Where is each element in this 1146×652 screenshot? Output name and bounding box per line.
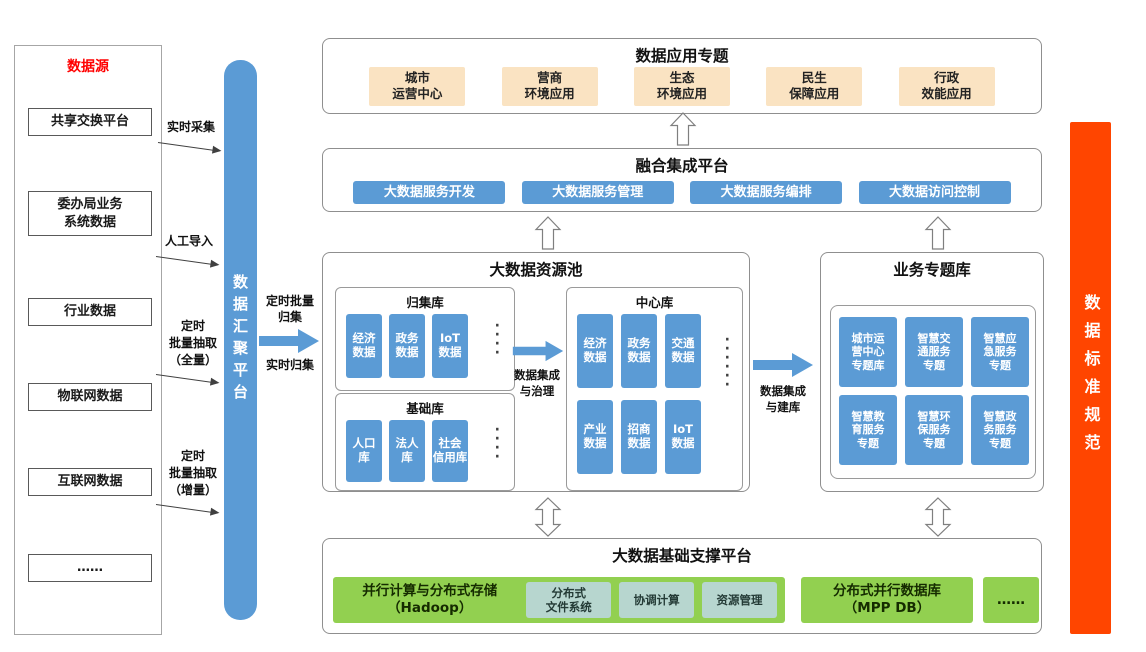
center-lib-items: 经济 数据 政务 数据 交通 数据 产业 数据 招商 数据 IoT 数据	[577, 314, 701, 474]
up-arrow-icon	[534, 216, 562, 250]
ellipsis-dots: · · · · · ·	[724, 332, 730, 393]
application-topic-item: 行政 效能应用	[898, 67, 995, 106]
ingest-flow-label: 实时采集	[166, 120, 215, 134]
data-cell: IoT 数据	[665, 400, 701, 474]
data-source-item: 委办局业务 系统数据	[28, 191, 152, 237]
right-flow-arrow-icon	[512, 340, 564, 362]
integration-service-item: 大数据访问控制	[858, 181, 1011, 204]
topic-library-title: 业务专题库	[893, 261, 971, 279]
data-standards-bar: 数据标准规范	[1070, 122, 1111, 634]
topic-library-box: 业务专题库 城市运 营中心 专题库 智慧交 通服务 专题 智慧应 急服务 专题 …	[820, 252, 1044, 492]
center-lib-title: 中心库	[635, 295, 674, 310]
data-cell: 人口 库	[346, 420, 382, 482]
ellipsis-dots: · · · ·	[494, 422, 500, 465]
data-source-item: 行业数据	[28, 298, 152, 326]
base-lib-title: 基础库	[406, 401, 444, 416]
data-cell: 招商 数据	[621, 400, 657, 474]
application-topic-item: 城市 运营中心	[369, 67, 466, 106]
ellipsis-dots: · · · ·	[494, 318, 500, 361]
more-box: ……	[983, 577, 1039, 623]
mpp-db-box: 分布式并行数据库 （MPP DB）	[801, 577, 973, 623]
application-topics-row: 城市 运营中心 营商 环境应用 生态 环境应用 民生 保障应用 行政 效能应用	[333, 67, 1031, 106]
right-flow-arrow-icon	[753, 353, 813, 377]
data-cell: 社会 信用库	[432, 420, 468, 482]
hadoop-component: 资源管理	[702, 582, 777, 618]
data-cell: 交通 数据	[665, 314, 701, 388]
ingest-flow-label: 人工导入	[164, 234, 213, 248]
integration-service-item: 大数据服务管理	[521, 181, 674, 204]
data-source-item: ……	[28, 554, 152, 582]
base-lib-box: 基础库 人口 库 法人 库 社会 信用库 · · · ·	[335, 393, 515, 491]
ingest-flow-label: 定时 批量抽取 （全量）	[168, 319, 217, 367]
integration-services-row: 大数据服务开发 大数据服务管理 大数据服务编排 大数据访问控制	[337, 181, 1027, 204]
base-lib-items: 人口 库 法人 库 社会 信用库	[346, 420, 468, 482]
ingest-arrow-icon	[155, 374, 218, 384]
hadoop-label: 并行计算与分布式存储 （Hadoop）	[362, 583, 498, 616]
resource-pool-box: 大数据资源池 归集库 经济 数据 政务 数据 IoT 数据 · · · · 基础…	[322, 252, 750, 492]
data-source-panel: 数据源 共享交换平台 委办局业务 系统数据 行业数据 物联网数据 互联网数据 ……	[14, 45, 162, 635]
collection-lib-items: 经济 数据 政务 数据 IoT 数据	[346, 314, 468, 378]
right-flow-arrow-icon	[259, 329, 319, 353]
data-cell: 政务 数据	[389, 314, 425, 378]
application-topics-box: 数据应用专题 城市 运营中心 营商 环境应用 生态 环境应用 民生 保障应用 行…	[322, 38, 1042, 114]
data-cell: 经济 数据	[577, 314, 613, 388]
data-source-title: 数据源	[67, 59, 109, 75]
application-topics-title: 数据应用专题	[635, 47, 729, 65]
hadoop-component: 协调计算	[619, 582, 695, 618]
double-arrow-icon	[534, 497, 562, 537]
data-source-item: 互联网数据	[28, 468, 152, 496]
collection-lib-box: 归集库 经济 数据 政务 数据 IoT 数据 · · · ·	[335, 287, 515, 391]
hadoop-box: 并行计算与分布式存储 （Hadoop） 分布式 文件系统 协调计算 资源管理	[333, 577, 785, 623]
application-topic-item: 生态 环境应用	[633, 67, 730, 106]
aggregation-platform-bar: 数据汇聚平台	[224, 60, 257, 620]
up-arrow-icon	[924, 216, 952, 250]
data-source-item: 共享交换平台	[28, 108, 152, 136]
aggregation-output-bottom-label: 实时归集	[265, 358, 314, 372]
topic-arrow-label: 数据集成 与建库	[760, 384, 806, 414]
hadoop-component: 分布式 文件系统	[526, 582, 612, 618]
data-cell: IoT 数据	[432, 314, 468, 378]
aggregation-output-top-label: 定时批量 归集	[265, 294, 314, 325]
ingest-arrow-icon	[157, 142, 220, 152]
data-cell: 法人 库	[389, 420, 425, 482]
topic-library-items: 城市运 营中心 专题库 智慧交 通服务 专题 智慧应 急服务 专题 智慧教 育服…	[839, 317, 1029, 465]
data-cell: 产业 数据	[577, 400, 613, 474]
ingest-flow-label: 定时 批量抽取 （增量）	[168, 449, 217, 497]
integration-service-item: 大数据服务编排	[690, 181, 843, 204]
application-topic-item: 营商 环境应用	[501, 67, 598, 106]
integration-service-item: 大数据服务开发	[353, 181, 506, 204]
topic-cell: 智慧环 保服务 专题	[905, 395, 963, 465]
data-source-item: 物联网数据	[28, 383, 152, 411]
support-platform-title: 大数据基础支撑平台	[612, 547, 752, 565]
ingest-arrow-icon	[155, 256, 218, 266]
topic-cell: 城市运 营中心 专题库	[839, 317, 897, 387]
resource-pool-title: 大数据资源池	[489, 261, 583, 279]
support-platform-box: 大数据基础支撑平台 并行计算与分布式存储 （Hadoop） 分布式 文件系统 协…	[322, 538, 1042, 634]
integration-platform-title: 融合集成平台	[635, 157, 729, 175]
topic-cell: 智慧交 通服务 专题	[905, 317, 963, 387]
collection-lib-title: 归集库	[406, 295, 444, 310]
topic-cell: 智慧政 务服务 专题	[971, 395, 1029, 465]
up-arrow-icon	[669, 112, 697, 146]
integration-platform-box: 融合集成平台 大数据服务开发 大数据服务管理 大数据服务编排 大数据访问控制	[322, 148, 1042, 212]
double-arrow-icon	[924, 497, 952, 537]
center-lib-box: 中心库 经济 数据 政务 数据 交通 数据 产业 数据 招商 数据 IoT 数据…	[566, 287, 743, 491]
topic-library-inner-box: 城市运 营中心 专题库 智慧交 通服务 专题 智慧应 急服务 专题 智慧教 育服…	[830, 305, 1036, 479]
application-topic-item: 民生 保障应用	[766, 67, 863, 106]
topic-cell: 智慧教 育服务 专题	[839, 395, 897, 465]
data-cell: 政务 数据	[621, 314, 657, 388]
pool-inner-arrow-label: 数据集成 与治理	[514, 368, 560, 398]
topic-cell: 智慧应 急服务 专题	[971, 317, 1029, 387]
ingest-arrow-icon	[155, 504, 218, 514]
data-cell: 经济 数据	[346, 314, 382, 378]
